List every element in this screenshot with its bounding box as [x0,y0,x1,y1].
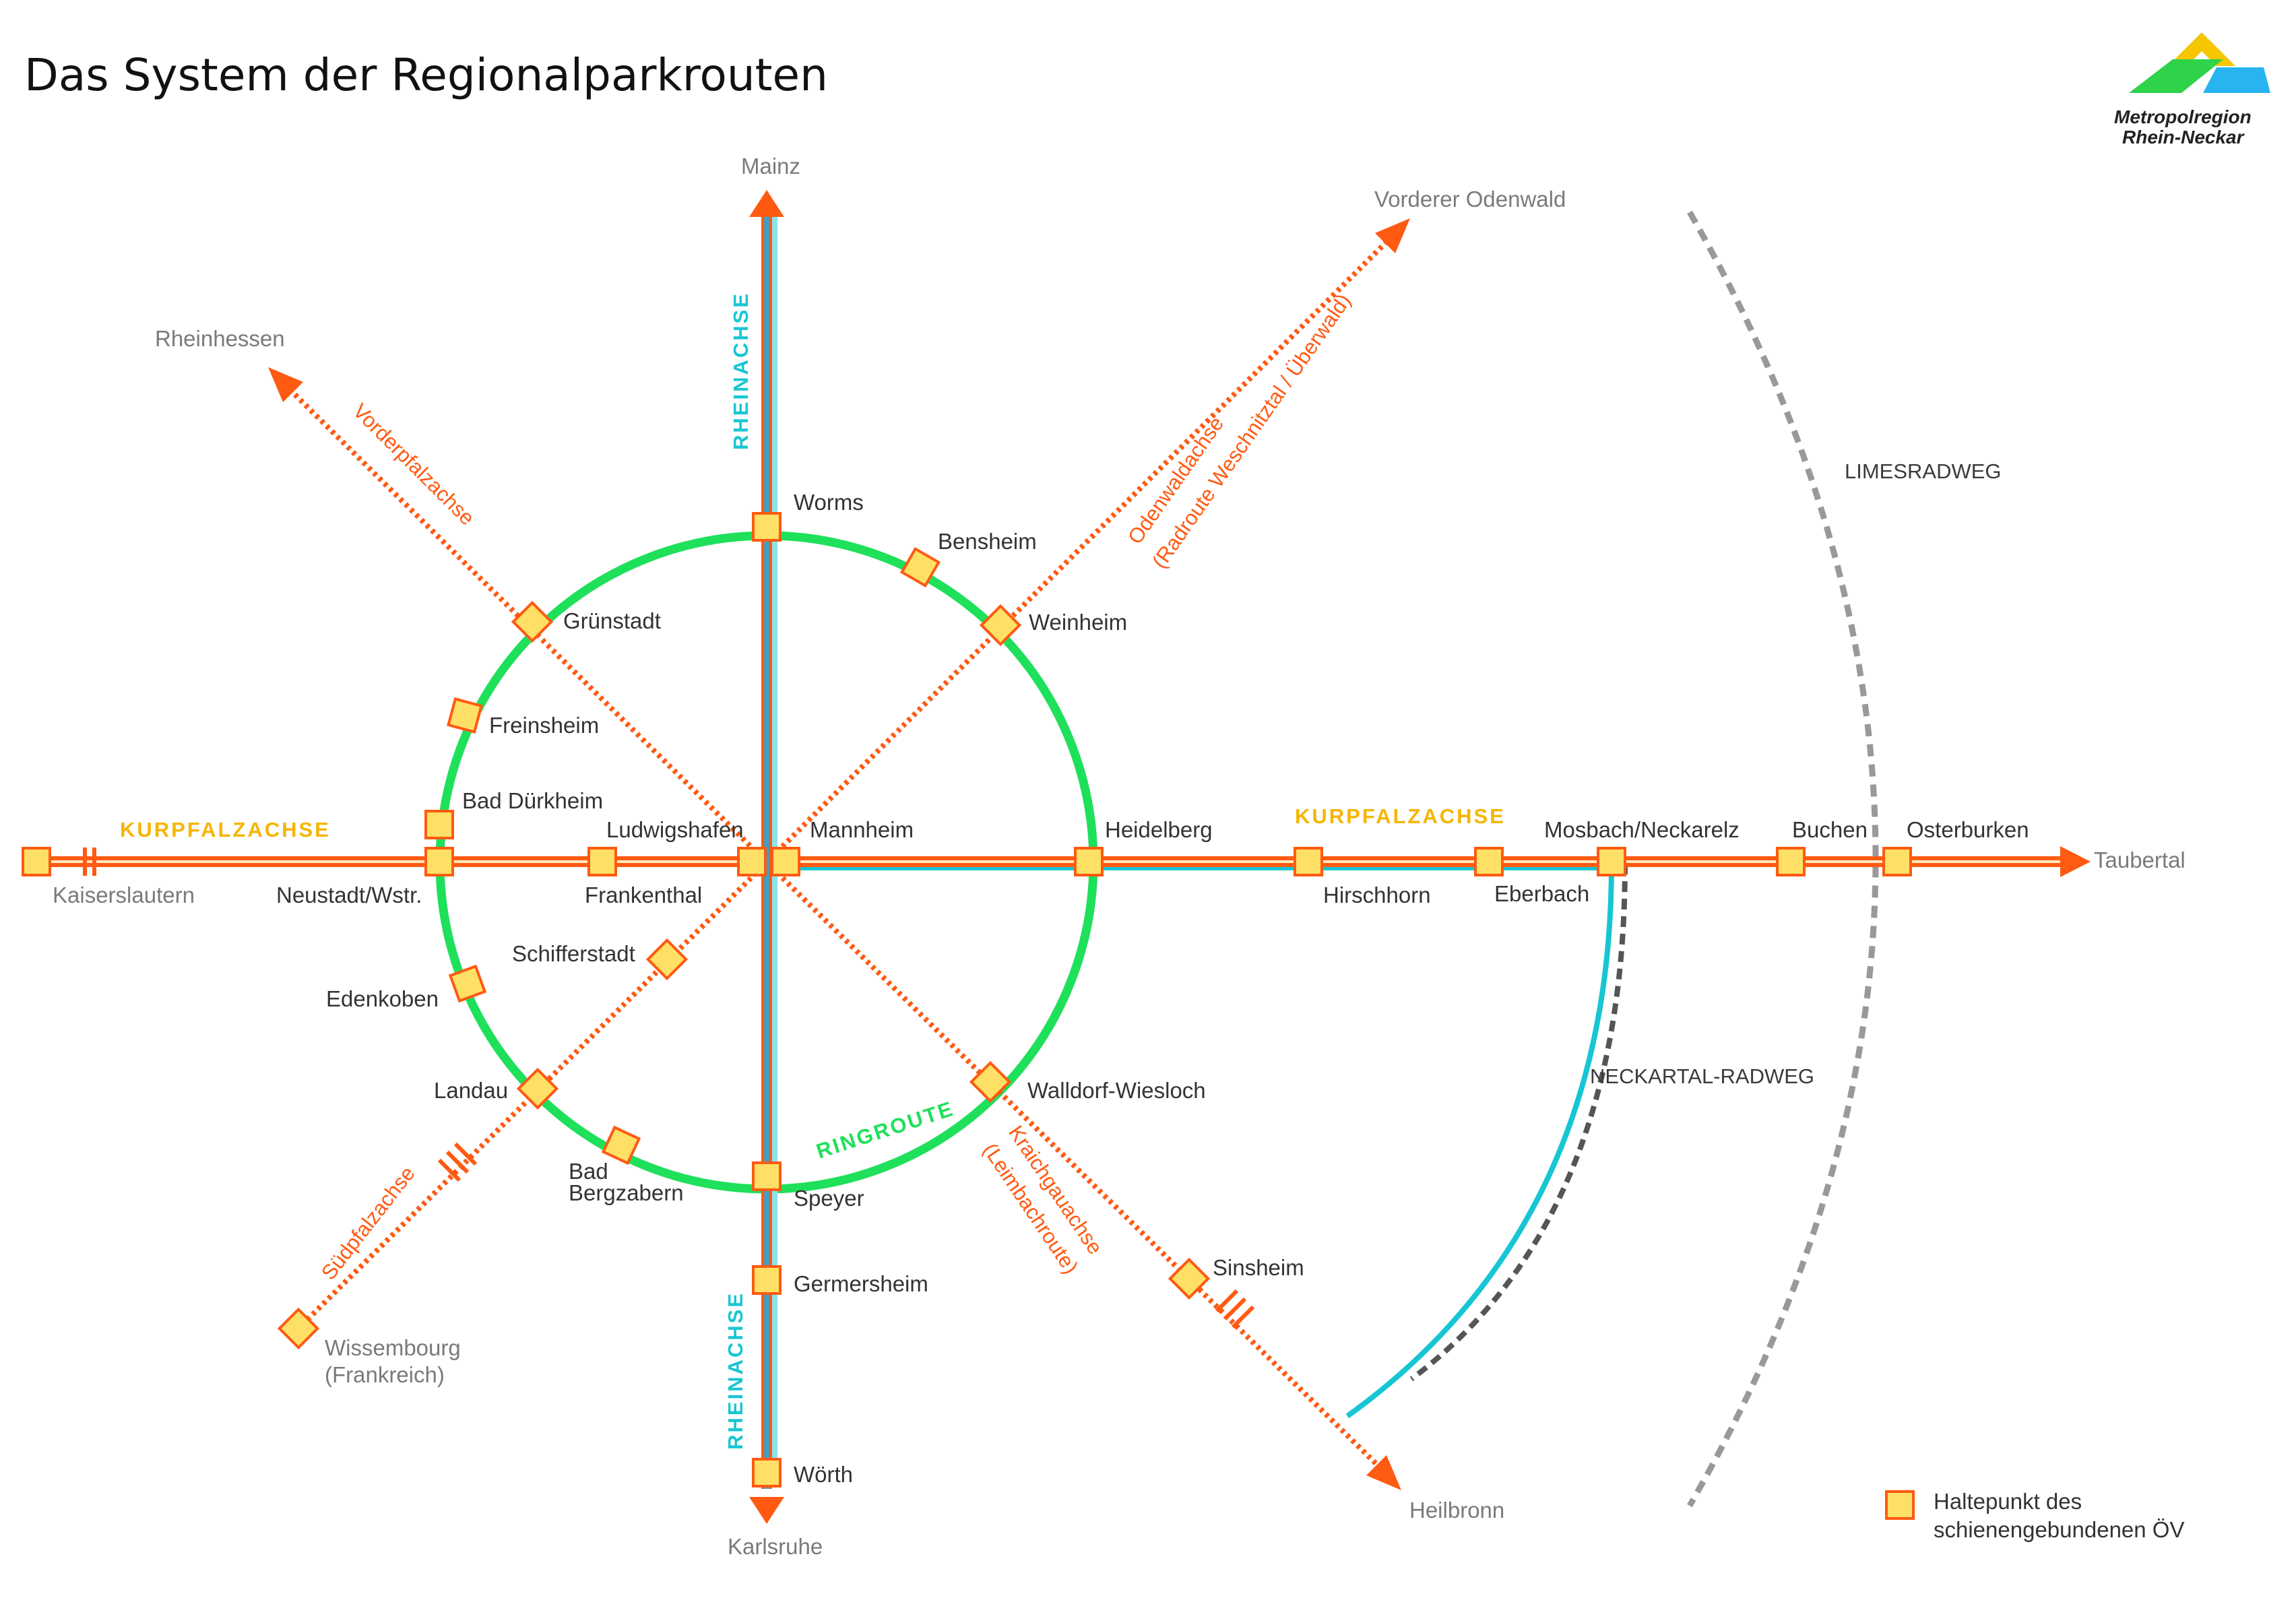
kraichgauachse-line [765,860,1390,1477]
stop-schifferstadt [645,938,689,981]
stop-ludwigshafen [737,847,767,876]
stop-bad-duerkheim [424,810,454,839]
rheinachse-label-south: RHEINACHSE [724,1291,747,1450]
stop-germersheim [752,1265,782,1295]
stop-speyer [752,1161,782,1191]
label-sinsheim: Sinsheim [1213,1255,1304,1280]
rheinachse-label-north: RHEINACHSE [729,292,753,450]
neckartal-label: NECKARTAL-RADWEG [1590,1064,1814,1088]
stop-sinsheim [1168,1257,1211,1300]
kurpfalzachse-label-east: KURPFALZACHSE [1295,804,1506,828]
suedpfalz-break-mark [437,1142,478,1182]
stop-landau [516,1067,559,1110]
stop-osterburken [1882,847,1912,876]
legend-line-1: Haltepunkt des [1934,1489,2082,1514]
stop-bensheim [899,546,941,588]
odenwaldachse-label-2: (Radroute Weschnitztal / Überwald) [1147,290,1356,573]
stop-heidelberg [1074,847,1104,876]
label-bad-bergzabern-1: Bad [569,1159,608,1184]
destination-heilbronn: Heilbronn [1409,1498,1504,1523]
stop-weinheim [979,604,1022,647]
label-neustadt: Neustadt/Wstr. [276,883,422,907]
kraichgau-break-mark [1215,1289,1255,1329]
kurpfalzachse-label-west: KURPFALZACHSE [120,818,331,841]
label-landau: Landau [434,1078,508,1103]
stop-neustadt [424,847,454,876]
label-bensheim: Bensheim [938,529,1037,554]
stop-buchen [1776,847,1806,876]
label-mannheim: Mannheim [810,817,914,842]
stop-mannheim [771,847,800,876]
label-germersheim: Germersheim [794,1271,928,1296]
label-schifferstadt: Schifferstadt [512,941,635,966]
neckartal-dashed-line [1409,863,1628,1382]
label-freinsheim: Freinsheim [489,713,599,738]
logo-line-2: Rhein-Neckar [2122,127,2245,148]
kaiserslautern-break-mark [83,847,96,876]
stops [22,512,1912,1487]
mainz-arrow [749,190,784,217]
label-buchen: Buchen [1792,817,1868,842]
label-osterburken: Osterburken [1907,817,2029,842]
label-woerth: Wörth [794,1462,853,1487]
destination-wissembourg-1: Wissembourg [325,1335,461,1360]
legend-line-2: schienengebundenen ÖV [1934,1517,2184,1542]
stop-walldorf [969,1060,1012,1103]
label-ludwigshafen: Ludwigshafen [606,817,744,842]
logo-green-shape [2129,59,2223,93]
taubertal-arrow [2060,846,2091,877]
stop-frankenthal [587,847,617,876]
stop-hirschhorn [1294,847,1323,876]
karlsruhe-arrow [749,1497,784,1524]
stop-woerth [752,1458,782,1487]
stop-edenkoben [448,964,487,1003]
stop-mosbach [1597,847,1626,876]
limesradweg-line [1687,210,1879,1508]
rheinhessen-arrow [268,367,303,402]
limesradweg-label: LIMESRADWEG [1845,459,2002,483]
label-frankenthal: Frankenthal [585,883,702,907]
legend-stop-symbol [1885,1490,1915,1520]
label-bad-bergzabern-2: Bergzabern [569,1180,684,1205]
stop-eberbach [1474,847,1504,876]
heilbronn-arrow [1366,1455,1401,1490]
label-bad-duerkheim: Bad Dürkheim [462,788,603,813]
label-eberbach: Eberbach [1494,881,1589,906]
stop-kaiserslautern [22,847,51,876]
stop-worms [752,512,782,542]
vorderer-odenwald-arrow [1375,218,1410,253]
label-edenkoben: Edenkoben [326,986,439,1011]
label-heidelberg: Heidelberg [1105,817,1213,842]
label-walldorf: Walldorf-Wiesloch [1027,1078,1206,1103]
stop-freinsheim [447,697,483,734]
ringroute-label: RINGROUTE [813,1097,957,1163]
label-mosbach: Mosbach/Neckarelz [1544,817,1740,842]
destination-wissembourg-2: (Frankreich) [325,1362,445,1387]
page-title: Das System der Regionalparkrouten [24,49,828,101]
label-worms: Worms [794,490,864,515]
logo: Metropolregion Rhein-Neckar [2114,32,2270,148]
stop-wissembourg [277,1307,320,1350]
label-speyer: Speyer [794,1186,864,1211]
label-hirschhorn: Hirschhorn [1323,883,1431,907]
destination-rheinhessen: Rheinhessen [155,326,285,351]
logo-blue-shape [2203,67,2270,93]
destination-vorderer-odenwald: Vorderer Odenwald [1374,187,1566,212]
label-weinheim: Weinheim [1029,610,1127,635]
logo-line-1: Metropolregion [2114,106,2252,127]
destination-kaiserslautern: Kaiserslautern [53,883,195,907]
destination-taubertal: Taubertal [2094,847,2186,872]
stop-bad-bergzabern [601,1125,641,1165]
legend: Haltepunkt des schienengebundenen ÖV [1885,1489,2184,1542]
odenwaldachse-line [765,228,1400,864]
logo-yellow-shape [2168,32,2235,66]
neckartal-cyan-line [1345,863,1614,1419]
stop-gruenstadt [511,600,554,643]
destination-mainz: Mainz [741,154,800,179]
destination-karlsruhe: Karlsruhe [728,1534,823,1559]
label-gruenstadt: Grünstadt [563,608,661,633]
